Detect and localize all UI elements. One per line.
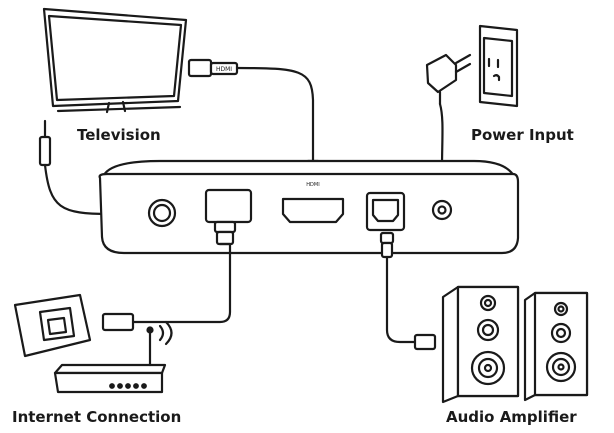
router-icon	[53, 320, 173, 394]
audio-jack-cable	[43, 163, 112, 216]
label-television: Television	[77, 126, 161, 144]
label-internet-connection: Internet Connection	[12, 408, 182, 426]
optical-port	[365, 191, 406, 232]
wall-outlet-icon	[478, 24, 519, 108]
optical-cable	[385, 255, 417, 344]
television-icon	[42, 7, 188, 114]
label-audio-amplifier: Audio Amplifier	[446, 408, 577, 426]
audio-port	[147, 198, 177, 228]
right-speaker-icon	[523, 291, 589, 402]
ethernet-cable	[131, 250, 232, 324]
streaming-box	[98, 159, 520, 255]
hdmi-plug-text: HDMI	[216, 66, 232, 73]
power-port	[431, 199, 453, 221]
wall-ethernet-jack-icon	[13, 293, 92, 358]
hdmi-port-plug-text: HDMI	[306, 182, 319, 188]
power-cable	[438, 102, 444, 170]
optical-cable-icon	[379, 231, 437, 351]
label-power-input: Power Input	[471, 126, 574, 144]
hdmi-cable	[235, 66, 315, 163]
hdmi-port	[281, 197, 345, 224]
ethernet-cable-icon	[101, 220, 237, 332]
left-speaker-icon	[441, 285, 520, 404]
